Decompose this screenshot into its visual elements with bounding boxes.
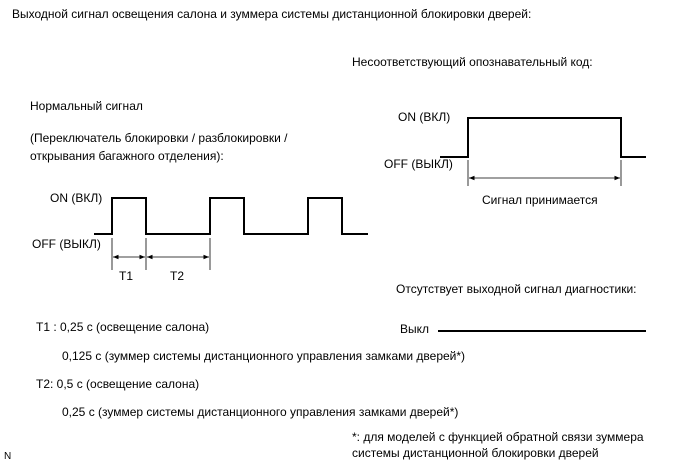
switch-description-line1: (Переключатель блокировки / разблокировк… [30,131,288,145]
normal-signal-waveform [94,197,368,235]
t2-label: T2 [170,269,185,283]
mismatch-on-label: ON (ВКЛ) [398,110,451,124]
t2-timing-line1: T2: 0,5 с (освещение салона) [36,377,200,391]
page-title: Выходной сигнал освещения салона и зумме… [12,7,532,21]
mismatch-waveform [440,117,646,158]
t1-timing-line1: T1 : 0,25 с (освещение салона) [36,320,210,334]
switch-description-line2: открывания багажного отделения): [30,149,224,163]
footnote-line1: *: для моделей с функцией обратной связи… [352,430,644,444]
footnote-line2: системы дистанционной блокировки дверей [352,446,599,460]
normal-on-label: ON (ВКЛ) [50,191,103,205]
t2-timing-line2: 0,25 с (зуммер системы дистанционного уп… [62,405,459,419]
no-output-off-label: Выкл [400,322,430,336]
corner-mark: N [4,451,12,462]
mismatch-off-label: OFF (ВЫКЛ) [384,157,453,171]
normal-off-label: OFF (ВЫКЛ) [32,237,101,251]
no-output-heading: Отсутствует выходной сигнал диагностики: [396,282,637,296]
mismatch-heading: Несоответствующий опознавательный код: [352,55,593,69]
t1-label: T1 [119,269,134,283]
normal-signal-heading: Нормальный сигнал [30,99,143,113]
signal-accepted-label: Сигнал принимается [482,193,598,207]
t1-timing-line2: 0,125 с (зуммер системы дистанционного у… [62,349,466,363]
